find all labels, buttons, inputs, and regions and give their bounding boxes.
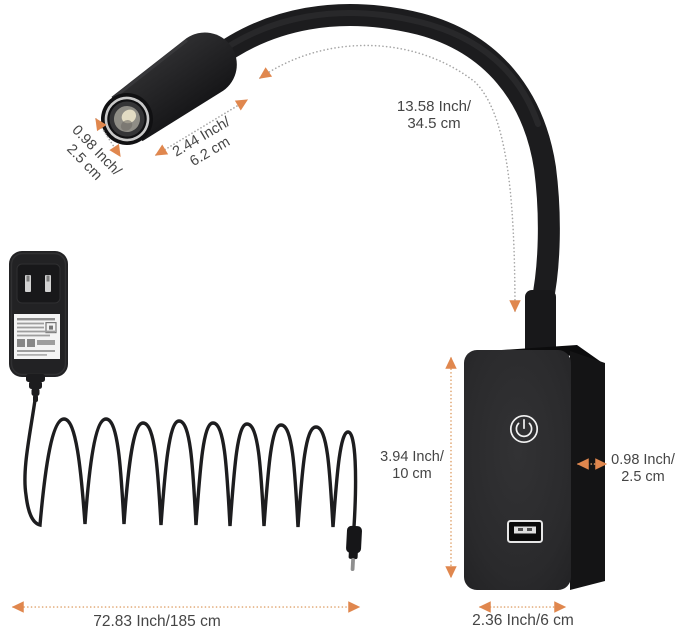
gooseneck-arm [202, 4, 560, 314]
lens-highlight [121, 109, 137, 124]
dimension-label-box-height: 3.94 Inch/ 10 cm [357, 449, 467, 483]
dimension-label-box-depth: 0.98 Inch/ 2.5 cm [605, 452, 679, 486]
wall-mount-box [464, 290, 605, 590]
dimension-text: 2.36 Inch/6 cm [472, 612, 574, 629]
box-front-face [464, 350, 571, 590]
lamp-head [101, 32, 237, 145]
dimension-text-line1: 0.98 Inch/ [611, 452, 675, 468]
plug-prongs [25, 275, 51, 292]
dimension-text-line1: 13.58 Inch/ [396, 98, 472, 115]
mount-stem [525, 290, 556, 356]
dimension-label-gooseneck-length: 13.58 Inch/ 34.5 cm [374, 98, 494, 133]
dim-line-head-length [154, 99, 249, 156]
adapter-prong-plate [16, 263, 61, 304]
dimension-text-line1: 3.94 Inch/ [380, 449, 444, 465]
dimension-label-box-width: 2.36 Inch/6 cm [448, 612, 598, 630]
power-button-icon [509, 414, 539, 444]
dim-arc-gooseneck-length [258, 44, 521, 313]
dc-plug [346, 525, 362, 571]
dimension-text-line2: 10 cm [392, 465, 432, 482]
dimension-text-line2: 2.5 cm [621, 468, 665, 485]
adapter-spec-label [14, 314, 60, 359]
dimension-text: 72.83 Inch/185 cm [93, 613, 221, 630]
box-side-face [570, 351, 605, 590]
power-adapter [9, 251, 68, 402]
power-cable [23, 398, 358, 529]
dimension-label-cable-length: 72.83 Inch/185 cm [67, 613, 247, 631]
usb-a-port-icon [507, 520, 543, 543]
strain-relief [26, 374, 45, 402]
dim-line-head-diameter [95, 117, 121, 158]
dimension-text-line2: 34.5 cm [407, 115, 461, 133]
